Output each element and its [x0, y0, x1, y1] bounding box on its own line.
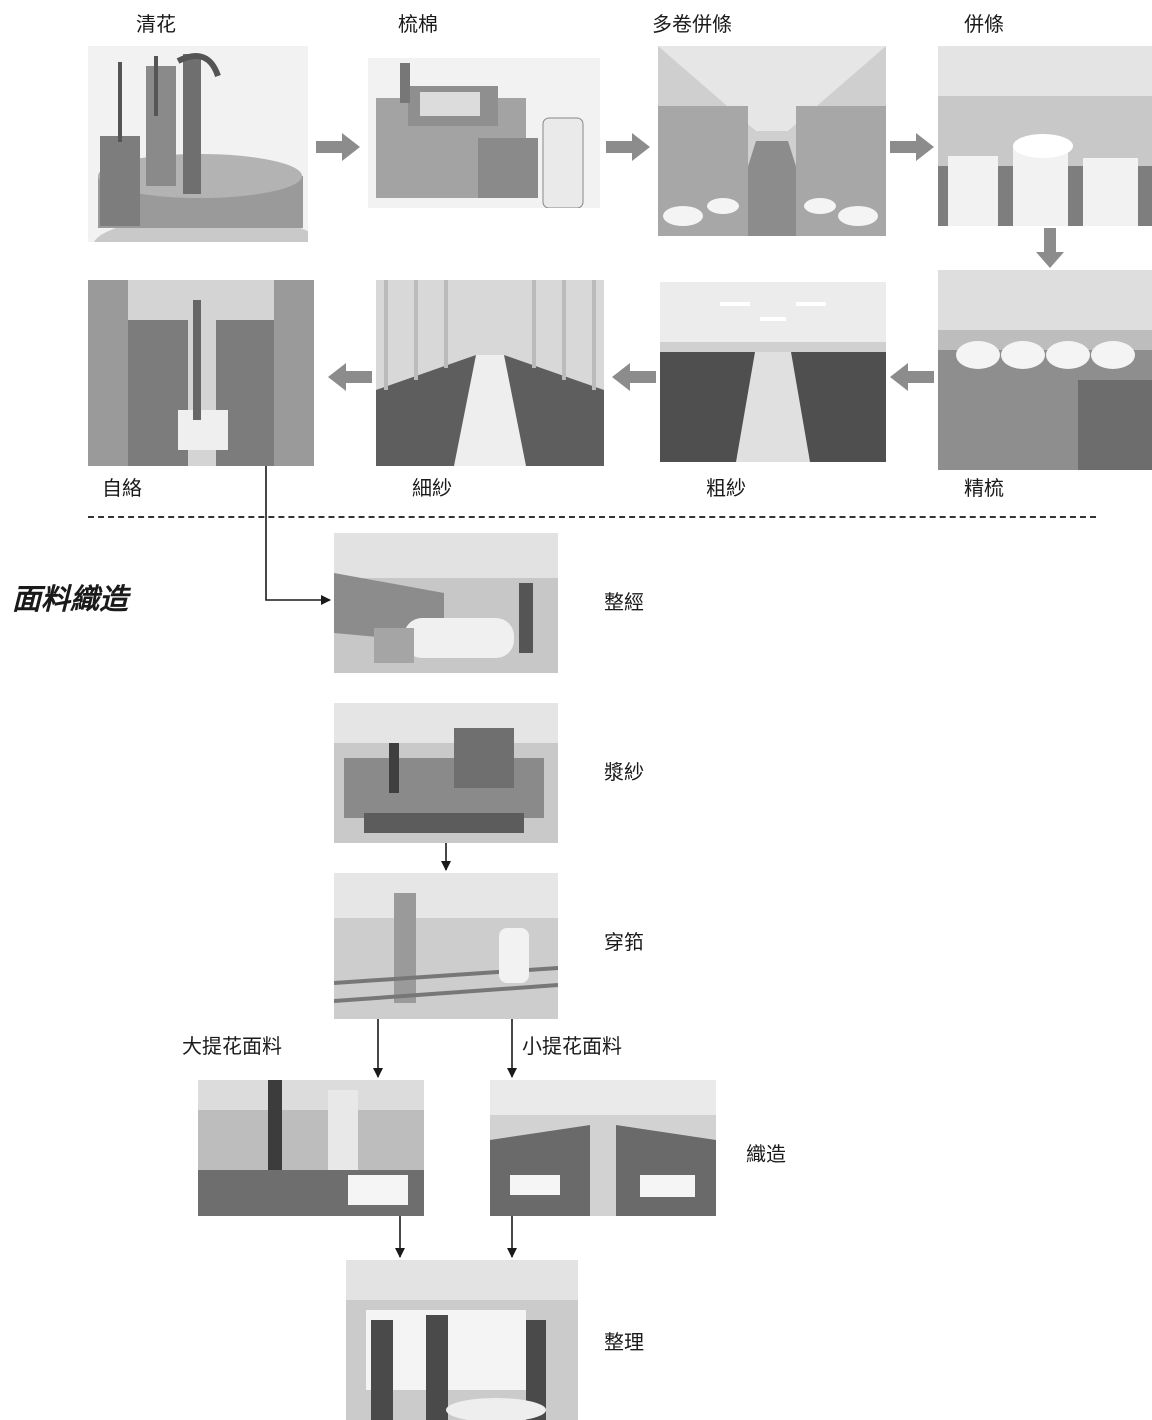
photo-winding-hall — [88, 280, 314, 466]
photo-lap-drawing-hall — [658, 46, 886, 236]
step-label-finishing: 整理 — [604, 1330, 644, 1354]
machine-drawing — [94, 53, 308, 242]
factory-drawing — [88, 280, 314, 466]
step-label-warping: 整經 — [604, 590, 644, 614]
photo-roving-hall — [660, 282, 886, 462]
factory-drawing — [938, 46, 1152, 226]
factory-drawing — [334, 873, 558, 1019]
arrow-spinning-to-winding — [328, 363, 372, 391]
photo-drawing-frame — [938, 46, 1152, 226]
factory-drawing — [334, 703, 558, 843]
factory-drawing — [938, 270, 1152, 470]
photo-carding-machine — [368, 58, 600, 208]
step-label-lap-drawing: 多卷併條 — [652, 12, 732, 36]
arrow-lap-to-drawing — [890, 133, 934, 161]
step-label-ring-spinning: 細紗 — [412, 476, 452, 500]
arrow-cleaning-to-carding — [316, 133, 360, 161]
arrow-carding-to-lap — [606, 133, 650, 161]
arrow-drawing-to-combing — [1036, 228, 1064, 268]
photo-sizing — [334, 703, 558, 843]
photo-weaving-large-jacquard — [198, 1080, 424, 1216]
step-label-combing: 精梳 — [964, 476, 1004, 500]
photo-warping — [334, 533, 558, 673]
step-label-drawing-in: 穿筘 — [604, 930, 644, 954]
arrow-winding-to-warping — [265, 466, 331, 605]
photo-weaving-small-jacquard — [490, 1080, 716, 1216]
factory-drawing — [490, 1080, 716, 1216]
section-divider — [88, 516, 1096, 518]
factory-drawing — [658, 46, 886, 236]
photo-combing-machine — [938, 270, 1152, 470]
step-label-roving: 粗紗 — [706, 476, 746, 500]
factory-drawing — [346, 1260, 578, 1420]
photo-finishing — [346, 1260, 578, 1420]
arrow-roving-to-spinning — [612, 363, 656, 391]
factory-drawing — [198, 1080, 424, 1216]
step-label-weaving: 織造 — [746, 1142, 786, 1166]
arrow-combing-to-roving — [890, 363, 934, 391]
step-label-cleaning: 清花 — [136, 12, 176, 36]
step-label-drawing: 併條 — [964, 12, 1004, 36]
step-label-sizing: 漿紗 — [604, 760, 644, 784]
factory-drawing — [334, 533, 558, 673]
step-label-winding: 自絡 — [102, 476, 142, 500]
machine-drawing — [376, 63, 584, 208]
step-label-carding: 梳棉 — [398, 12, 438, 36]
factory-drawing — [660, 282, 886, 462]
factory-drawing — [376, 280, 604, 466]
branch-label-small-jacquard: 小提花面料 — [522, 1034, 622, 1058]
branch-label-large-jacquard: 大提花面料 — [182, 1034, 282, 1058]
photo-ring-spinning-hall — [376, 280, 604, 466]
section-title-weaving: 面料織造 — [12, 582, 129, 616]
photo-drawing-in — [334, 873, 558, 1019]
photo-cleaning-machine — [88, 46, 308, 242]
